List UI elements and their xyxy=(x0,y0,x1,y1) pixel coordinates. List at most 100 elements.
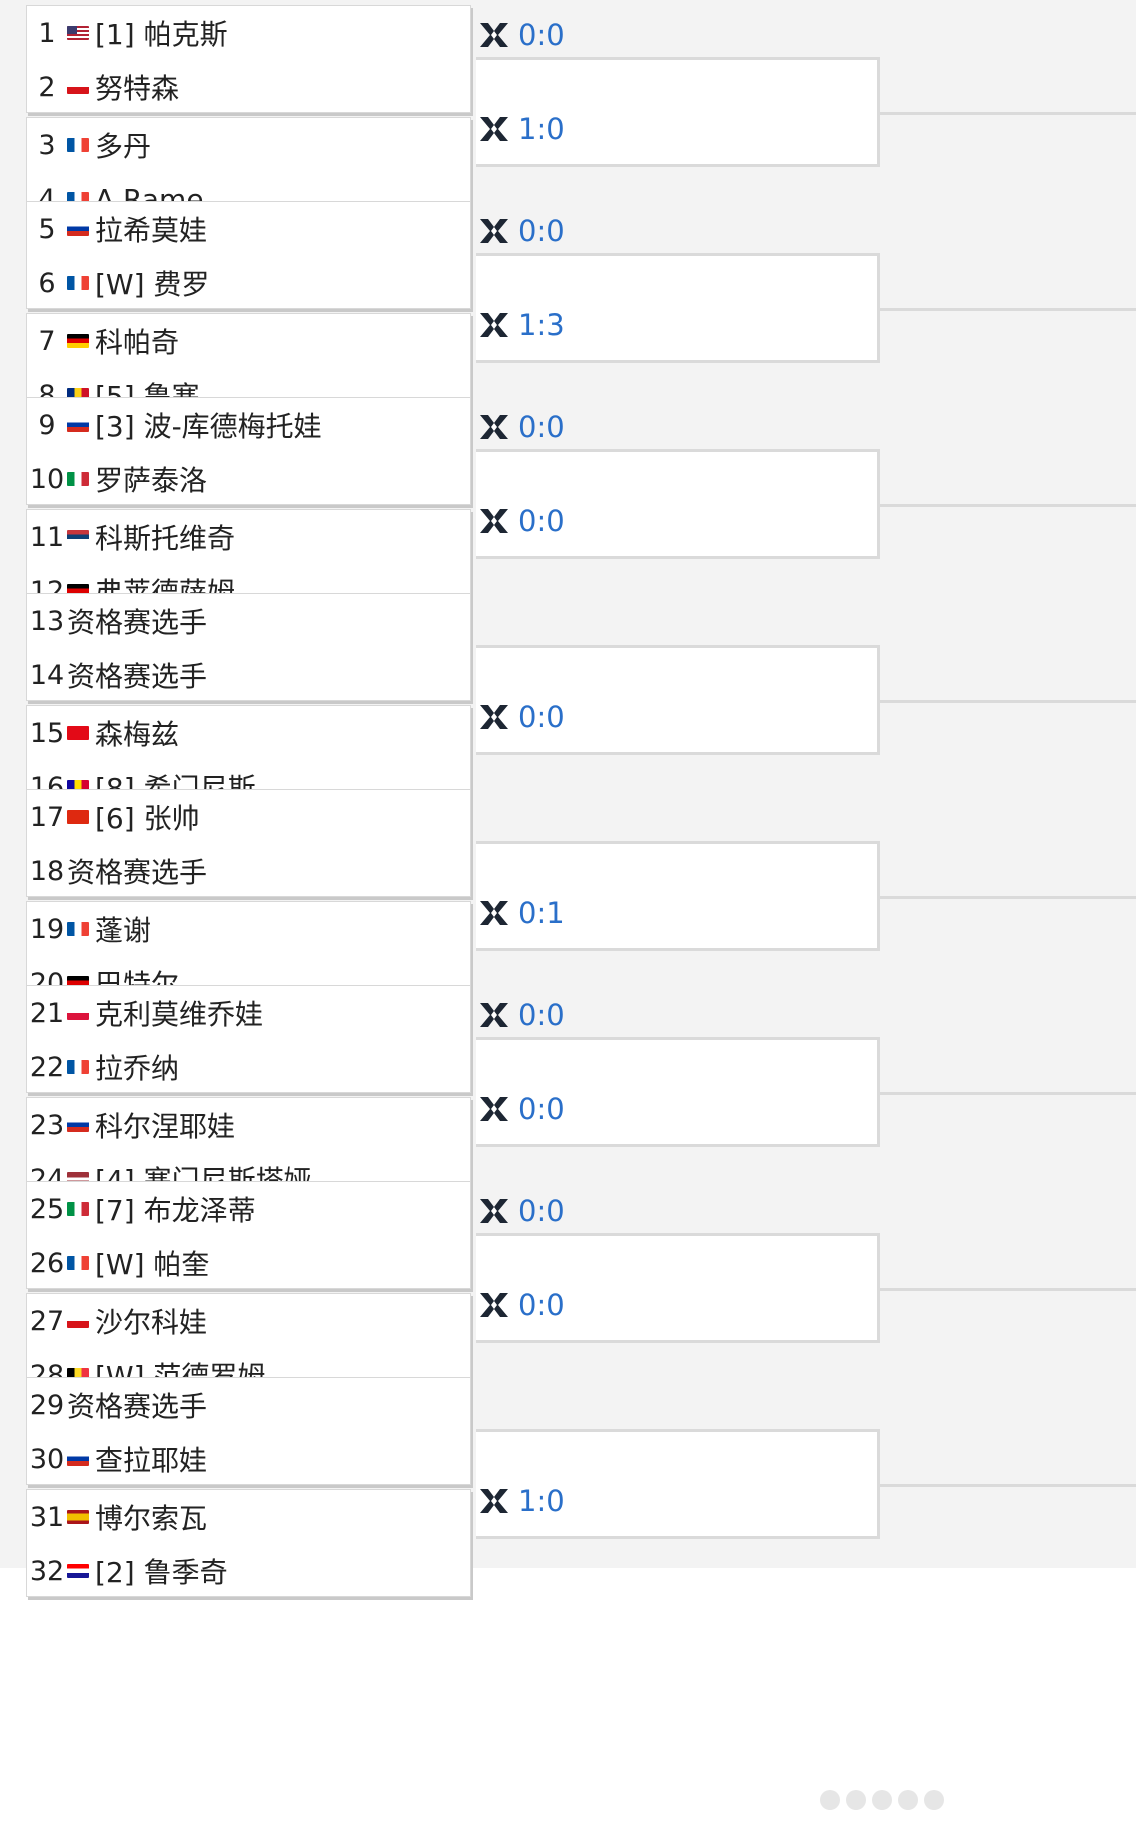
draw-position: 3 xyxy=(38,129,56,161)
player-name[interactable]: 克利莫维乔娃 xyxy=(95,998,264,1031)
player-row[interactable]: 17[6] 张帅 xyxy=(27,790,472,844)
crossed-rackets-icon xyxy=(480,1199,508,1223)
player-name[interactable]: [1] 帕克斯 xyxy=(95,18,228,51)
match-score[interactable]: 0:0 xyxy=(478,407,565,447)
score-text[interactable]: 0:0 xyxy=(518,18,565,52)
draw-position: 2 xyxy=(38,71,56,103)
country-flag-icon xyxy=(67,1564,89,1578)
match-score[interactable]: 1:0 xyxy=(478,109,565,149)
country-flag-icon xyxy=(67,1314,89,1328)
match-score[interactable]: 0:1 xyxy=(478,893,565,933)
bracket-connector xyxy=(476,645,880,755)
player-row[interactable]: 26[W] 帕奎 xyxy=(27,1236,472,1290)
player-name[interactable]: 资格赛选手 xyxy=(67,1390,208,1423)
match-score[interactable]: 0:0 xyxy=(478,15,565,55)
bracket-connector xyxy=(476,841,880,951)
player-row[interactable]: 3 多丹 xyxy=(27,118,472,172)
player-name[interactable]: [3] 波-库德梅托娃 xyxy=(95,410,322,443)
score-text[interactable]: 0:1 xyxy=(518,896,565,930)
player-name[interactable]: 博尔索瓦 xyxy=(95,1502,208,1535)
player-row[interactable]: 7 科帕奇 xyxy=(27,314,472,368)
player-name[interactable]: [7] 布龙泽蒂 xyxy=(95,1194,256,1227)
match-score[interactable]: 0:0 xyxy=(478,211,565,251)
match-score[interactable]: 1:0 xyxy=(478,1481,565,1521)
player-name[interactable]: 资格赛选手 xyxy=(67,856,208,889)
player-name[interactable]: 科帕奇 xyxy=(95,326,180,359)
player-name[interactable]: [W] 帕奎 xyxy=(95,1248,210,1281)
score-text[interactable]: 0:0 xyxy=(518,214,565,248)
match-score[interactable]: 1:3 xyxy=(478,305,565,345)
player-row[interactable]: 32[2] 鲁季奇 xyxy=(27,1544,472,1598)
player-name[interactable]: 查拉耶娃 xyxy=(95,1444,208,1477)
country-flag-icon xyxy=(67,334,89,348)
match-score[interactable]: 0:0 xyxy=(478,1089,565,1129)
player-name[interactable]: 资格赛选手 xyxy=(67,606,208,639)
match-score[interactable]: 0:0 xyxy=(478,501,565,541)
crossed-rackets-icon xyxy=(480,901,508,925)
player-name[interactable]: 科斯托维奇 xyxy=(95,522,236,555)
player-name[interactable]: 努特森 xyxy=(95,72,180,105)
score-text[interactable]: 0:0 xyxy=(518,998,565,1032)
score-text[interactable]: 0:0 xyxy=(518,1194,565,1228)
country-flag-icon xyxy=(67,1452,89,1466)
draw-position: 7 xyxy=(38,325,56,357)
player-name[interactable]: [W] 费罗 xyxy=(95,268,210,301)
player-row[interactable]: 6[W] 费罗 xyxy=(27,256,472,310)
player-name[interactable]: 资格赛选手 xyxy=(67,660,208,693)
match-score[interactable]: 0:0 xyxy=(478,697,565,737)
score-text[interactable]: 1:3 xyxy=(518,308,565,342)
player-name[interactable]: 拉希莫娃 xyxy=(95,214,208,247)
draw-position: 14 xyxy=(29,659,65,691)
player-name[interactable]: 多丹 xyxy=(95,130,152,163)
match-score[interactable]: 0:0 xyxy=(478,1191,565,1231)
player-name[interactable]: 拉乔纳 xyxy=(95,1052,180,1085)
player-row[interactable]: 2 努特森 xyxy=(27,60,472,114)
match-card[interactable]: 1[1] 帕克斯 2 努特森 xyxy=(26,5,471,113)
score-text[interactable]: 1:0 xyxy=(518,1484,565,1518)
player-name[interactable]: 沙尔科娃 xyxy=(95,1306,208,1339)
score-text[interactable]: 0:0 xyxy=(518,410,565,444)
match-score[interactable]: 0:0 xyxy=(478,1285,565,1325)
player-name[interactable]: 森梅兹 xyxy=(95,718,180,751)
player-name[interactable]: 蓬谢 xyxy=(95,914,152,947)
player-row[interactable]: 1[1] 帕克斯 xyxy=(27,6,472,60)
player-name[interactable]: 罗萨泰洛 xyxy=(95,464,208,497)
country-flag-icon xyxy=(67,1060,89,1074)
player-row[interactable]: 9[3] 波-库德梅托娃 xyxy=(27,398,472,452)
match-score[interactable]: 0:0 xyxy=(478,995,565,1035)
player-name[interactable]: 科尔涅耶娃 xyxy=(95,1110,236,1143)
player-row[interactable]: 25[7] 布龙泽蒂 xyxy=(27,1182,472,1236)
score-text[interactable]: 0:0 xyxy=(518,1092,565,1126)
player-name[interactable]: [2] 鲁季奇 xyxy=(95,1556,228,1589)
player-name[interactable]: [6] 张帅 xyxy=(95,802,200,835)
score-text[interactable]: 1:0 xyxy=(518,112,565,146)
country-flag-icon xyxy=(67,530,89,544)
score-text[interactable]: 0:0 xyxy=(518,1288,565,1322)
score-text[interactable]: 0:0 xyxy=(518,504,565,538)
score-text[interactable]: 0:0 xyxy=(518,700,565,734)
